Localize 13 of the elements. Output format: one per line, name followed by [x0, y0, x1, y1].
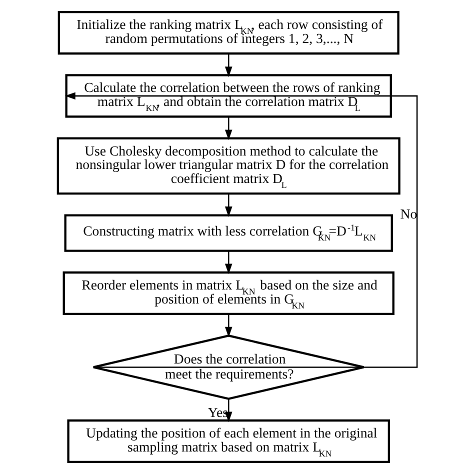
- arrow: [224, 314, 232, 338]
- node-box: Use Cholesky decomposition method to calculate the nonsingular lower triangular matrix D for the correlation coefficient matrix D$_{L}$: [56, 137, 400, 195]
- node-diamond: Does the correlation meet the requirements?: [92, 334, 364, 400]
- node-box: Constructing matrix with less correlation G$_{KN}$=D$^{-1}$L$_{KN}$: [64, 214, 392, 252]
- arrow: [224, 194, 232, 217]
- node-box: Reorder elements in matrix L$_{KN}$ based on the size and position of elements in G$_{KN}$: [62, 271, 394, 316]
- node-box: Updating the position of each element in the original sampling matrix based on matrix L$_{KN}$: [66, 419, 390, 464]
- node-box: Initialize the ranking matrix L$_{KN}$, each row consisting of random permutations of integers 1, 2, 3,..., N: [57, 10, 399, 55]
- arrow: [64, 92, 418, 368]
- edge-label: No: [400, 206, 417, 222]
- arrow: [224, 54, 232, 78]
- arrow: [224, 116, 232, 140]
- arrow: [224, 251, 232, 274]
